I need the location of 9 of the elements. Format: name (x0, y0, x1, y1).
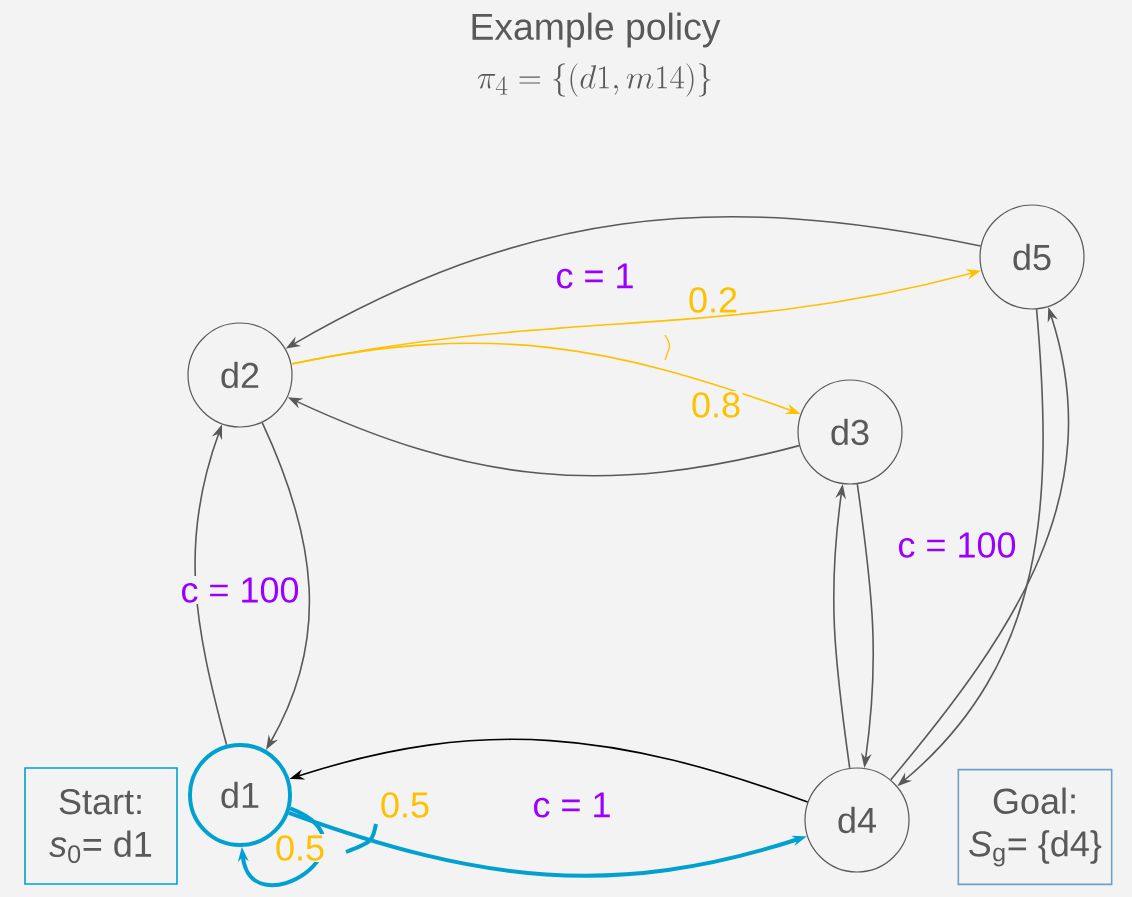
arrow (237, 806, 326, 887)
cost-label: c = 1 (554, 262, 636, 290)
cost-label: c = 1 (531, 791, 613, 819)
policy-formula: $\pi_4 = \{(d1, m14)\}$ (477, 63, 711, 97)
title: Example policy (472, 12, 721, 48)
cost-label: c = 100 (896, 530, 1018, 560)
start-box: Start: s$_{0}$= d1 (24, 767, 178, 885)
goal-box: Goal: S$_{g}$= {d4} (957, 768, 1113, 886)
cost-label: c = 100 (179, 575, 301, 605)
